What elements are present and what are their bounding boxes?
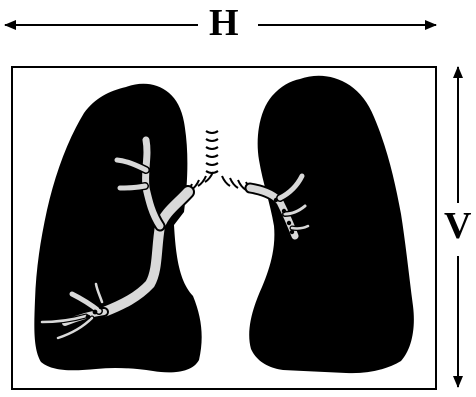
vertical-dimension-label: V xyxy=(444,205,471,247)
horizontal-dimension-label: H xyxy=(203,4,245,42)
